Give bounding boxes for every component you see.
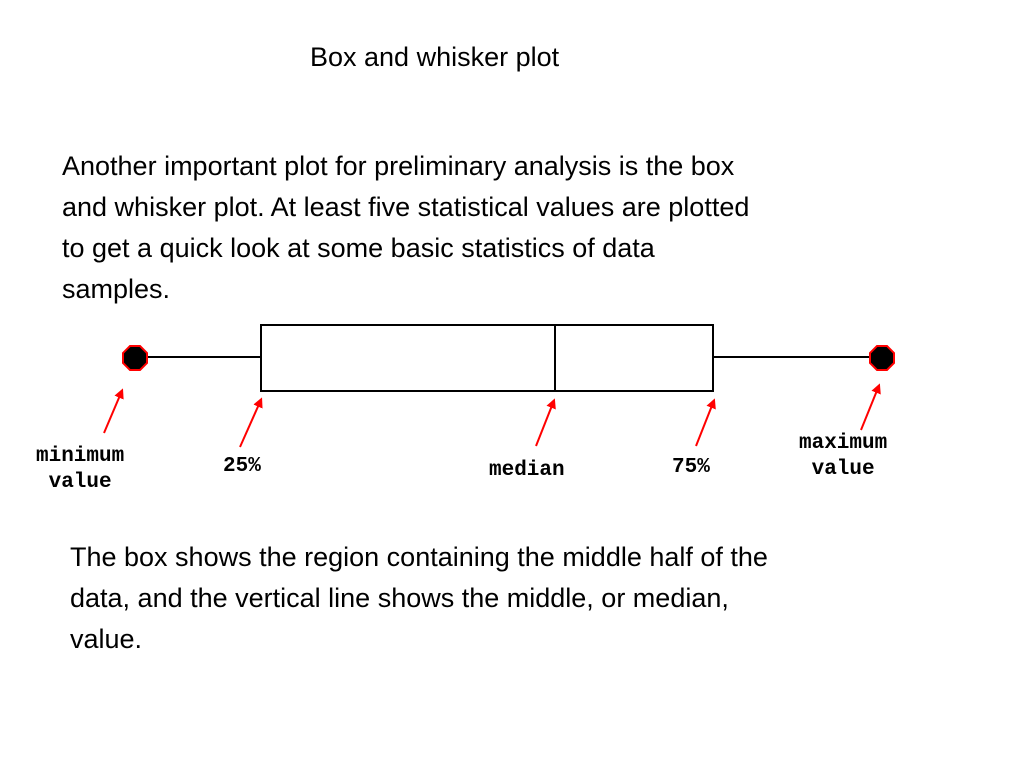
intro-line: Another important plot for preliminary a…	[62, 151, 735, 181]
arrow-q3	[695, 398, 716, 447]
minimum-label-line: minimum	[36, 445, 125, 468]
maximum-point	[869, 345, 895, 371]
median-label: median	[489, 459, 565, 482]
arrow-minimum	[103, 388, 124, 434]
intro-line: to get a quick look at some basic statis…	[62, 233, 655, 263]
arrow-maximum	[860, 383, 881, 431]
explanation-line: The box shows the region containing the …	[70, 542, 768, 572]
interquartile-box	[260, 324, 714, 392]
arrow-median	[535, 398, 556, 447]
explanation-paragraph: The box shows the region containing the …	[70, 537, 970, 660]
intro-line: samples.	[62, 274, 171, 304]
page-title: Box and whisker plot	[310, 42, 560, 72]
q1-label: 25%	[223, 455, 261, 478]
minimum-point	[122, 345, 148, 371]
maximum-label-line: maximum	[799, 432, 888, 455]
maximum-label-line: value	[799, 458, 875, 481]
minimum-label-line: value	[36, 471, 112, 494]
arrow-q1	[239, 397, 263, 448]
explanation-line: value.	[70, 624, 143, 654]
q3-label: 75%	[672, 456, 710, 479]
intro-paragraph: Another important plot for preliminary a…	[62, 146, 962, 310]
explanation-line: data, and the vertical line shows the mi…	[70, 583, 729, 613]
maximum-label: maximum value	[799, 431, 887, 483]
minimum-label: minimum value	[36, 444, 124, 496]
intro-line: and whisker plot. At least five statisti…	[62, 192, 750, 222]
